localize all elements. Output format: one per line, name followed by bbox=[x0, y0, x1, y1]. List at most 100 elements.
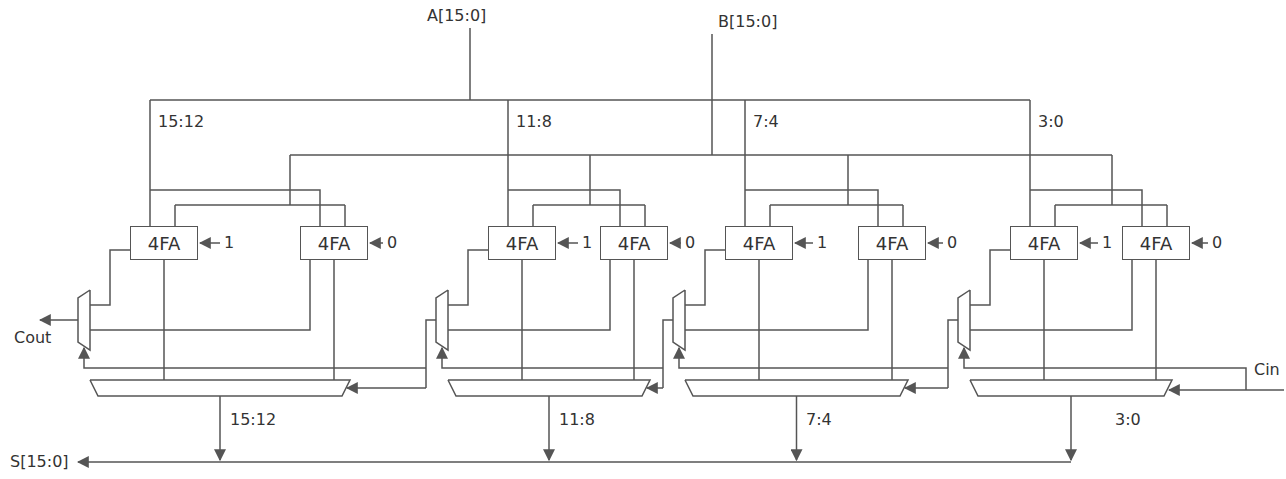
wire bbox=[970, 380, 1172, 396]
wire bbox=[847, 155, 849, 205]
full-adder-box: 4FA bbox=[488, 226, 556, 260]
arrow-wire bbox=[442, 348, 663, 368]
wire bbox=[1054, 205, 1056, 226]
full-adder-box: 4FA bbox=[300, 226, 368, 260]
signal-label: 15:12 bbox=[228, 410, 278, 430]
adder-label: 4FA bbox=[876, 233, 908, 254]
arrow-wire bbox=[370, 242, 383, 244]
signal-label: 15:12 bbox=[156, 112, 206, 132]
arrow-wire bbox=[84, 348, 426, 368]
arrow-wire bbox=[219, 396, 221, 460]
wire bbox=[758, 260, 760, 380]
wire bbox=[1166, 205, 1168, 226]
arrow-wire bbox=[647, 387, 663, 389]
signal-label: 1 bbox=[1100, 233, 1114, 253]
full-adder-box: 4FA bbox=[858, 226, 926, 260]
wire bbox=[163, 260, 165, 380]
signal-label: Cin bbox=[1252, 360, 1282, 380]
signal-label: 1 bbox=[815, 233, 829, 253]
wire bbox=[958, 290, 970, 350]
wire bbox=[333, 260, 335, 380]
wire bbox=[770, 204, 903, 206]
arrow-wire bbox=[670, 242, 681, 244]
wire bbox=[344, 205, 346, 226]
arrow-wire bbox=[78, 461, 1071, 463]
wire bbox=[448, 250, 488, 305]
wire bbox=[1111, 155, 1113, 205]
wire bbox=[174, 205, 176, 226]
wire bbox=[685, 260, 868, 330]
wire bbox=[90, 260, 310, 330]
signal-label: 0 bbox=[385, 233, 399, 253]
wire bbox=[90, 250, 130, 305]
wire bbox=[685, 380, 908, 396]
full-adder-box: 4FA bbox=[725, 226, 793, 260]
wire bbox=[150, 99, 1030, 101]
wire bbox=[948, 320, 958, 388]
wire bbox=[508, 190, 620, 226]
arrow-wire bbox=[964, 348, 1246, 390]
wire bbox=[175, 204, 345, 206]
signal-label: 3:0 bbox=[1036, 112, 1066, 132]
wire bbox=[589, 155, 591, 205]
arrow-wire bbox=[40, 319, 78, 321]
wire bbox=[902, 205, 904, 226]
arrow-wire bbox=[796, 396, 798, 460]
signal-label: 1 bbox=[222, 233, 236, 253]
wire bbox=[90, 380, 350, 396]
full-adder-box: 4FA bbox=[1010, 226, 1078, 260]
full-adder-box: 4FA bbox=[1122, 226, 1190, 260]
wire bbox=[507, 100, 509, 226]
wire bbox=[1155, 260, 1157, 380]
signal-label: 0 bbox=[683, 233, 697, 253]
signal-label: B[15:0] bbox=[716, 12, 779, 32]
wire bbox=[633, 260, 635, 380]
wire bbox=[970, 260, 1132, 330]
wire bbox=[150, 190, 320, 226]
wire bbox=[448, 380, 650, 396]
arrow-wire bbox=[347, 387, 426, 389]
signal-label: 7:4 bbox=[751, 112, 781, 132]
wire bbox=[744, 100, 746, 226]
signal-label: A[15:0] bbox=[425, 6, 488, 26]
arrow-wire bbox=[795, 242, 813, 244]
signal-label: 11:8 bbox=[514, 112, 554, 132]
adder-label: 4FA bbox=[506, 233, 538, 254]
signal-label: 0 bbox=[1210, 233, 1224, 253]
signal-label: S[15:0] bbox=[8, 452, 71, 472]
wire bbox=[1055, 204, 1167, 206]
wire bbox=[970, 250, 1010, 305]
arrow-wire bbox=[558, 242, 578, 244]
adder-label: 4FA bbox=[743, 233, 775, 254]
arrow-wire bbox=[200, 242, 220, 244]
arrow-wire bbox=[1192, 242, 1208, 244]
wire bbox=[532, 205, 534, 226]
wire bbox=[448, 260, 610, 330]
signal-label: 0 bbox=[945, 233, 959, 253]
wire bbox=[711, 34, 713, 155]
wire bbox=[289, 155, 291, 205]
adder-label: 4FA bbox=[318, 233, 350, 254]
adder-label: 4FA bbox=[1028, 233, 1060, 254]
wire bbox=[533, 204, 645, 206]
signal-label: 1 bbox=[580, 233, 594, 253]
wire bbox=[685, 250, 725, 305]
wire bbox=[149, 100, 151, 226]
wire bbox=[78, 290, 90, 350]
wire bbox=[1030, 190, 1142, 226]
wire bbox=[290, 154, 1112, 156]
adder-label: 4FA bbox=[1140, 233, 1172, 254]
arrow-wire bbox=[1070, 396, 1072, 460]
wire bbox=[426, 320, 436, 388]
wire bbox=[436, 290, 448, 350]
adder-label: 4FA bbox=[148, 233, 180, 254]
signal-label: Cout bbox=[12, 328, 53, 348]
arrow-wire bbox=[928, 242, 943, 244]
signal-label: 11:8 bbox=[557, 410, 597, 430]
wire bbox=[745, 190, 878, 226]
wire bbox=[673, 290, 685, 350]
wire bbox=[469, 28, 471, 100]
wire bbox=[644, 205, 646, 226]
wire bbox=[663, 320, 673, 388]
